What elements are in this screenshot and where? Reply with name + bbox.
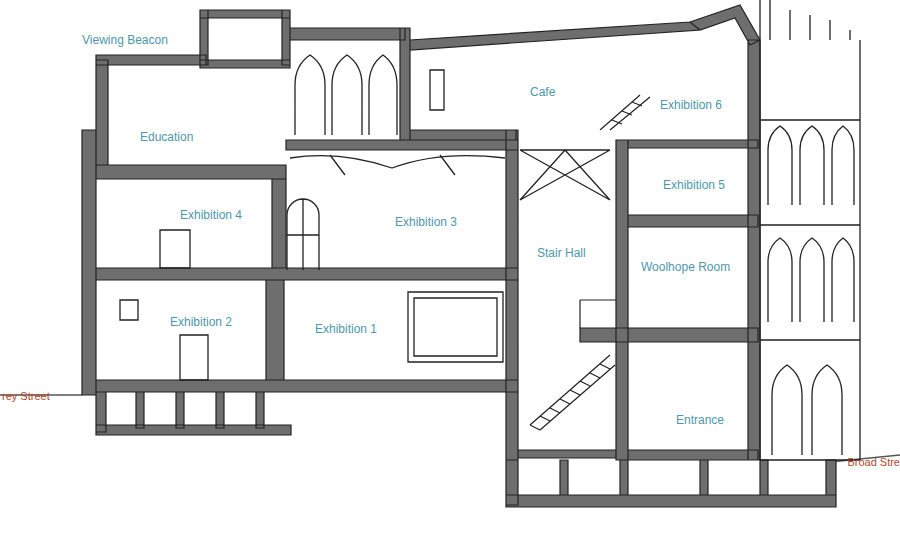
room-label: Stair Hall: [537, 246, 586, 260]
room-label: Education: [140, 130, 193, 144]
room-label: Entrance: [676, 413, 724, 427]
roof-trusses: [290, 150, 610, 200]
room-label: Exhibition 2: [170, 315, 232, 329]
room-label: Cafe: [530, 85, 555, 99]
windows-and-arches: [120, 55, 503, 380]
street-name: Broad Stre: [847, 456, 900, 469]
gothic-facade: [760, 0, 860, 460]
room-label: Exhibition 4: [180, 208, 242, 222]
room-label: Viewing Beacon: [82, 33, 168, 47]
room-label: Exhibition 3: [395, 215, 457, 229]
room-label: Exhibition 6: [660, 98, 722, 112]
walls: [82, 5, 836, 507]
stairs: [530, 95, 650, 430]
room-label: Woolhope Room: [641, 260, 730, 274]
room-label: Exhibition 1: [315, 322, 377, 336]
street-name: rey Street: [2, 390, 50, 403]
room-label: Exhibition 5: [663, 178, 725, 192]
